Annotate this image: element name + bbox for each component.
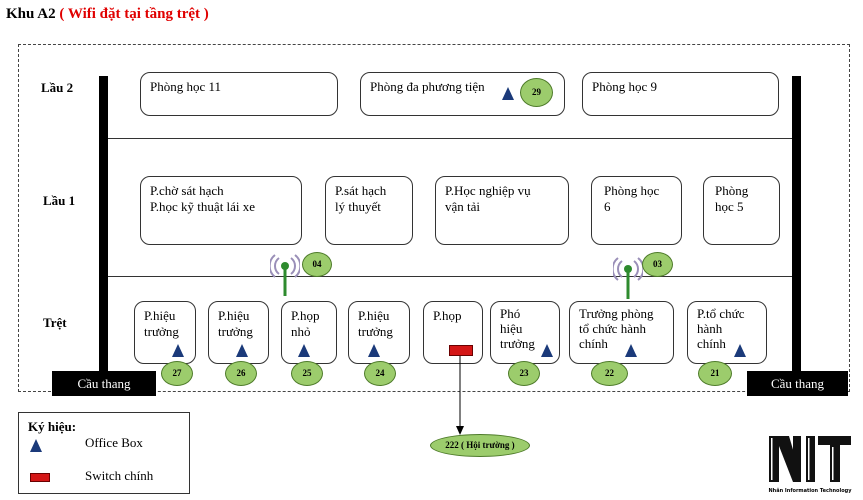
legend-switch: Switch chính xyxy=(85,468,154,483)
room-label-line: Trưởng phòng xyxy=(579,306,654,321)
room-truong-phong-22[interactable]: Trưởng phòng tổ chức hành chính xyxy=(569,301,674,364)
room-phong-hoc-5[interactable]: Phòng học 5 xyxy=(703,176,780,245)
room-pho-hieu-truong-23[interactable]: Phó hiệu trưởng xyxy=(490,301,560,364)
room-sat-hach-ly-thuyet[interactable]: P.sát hạch lý thuyết xyxy=(325,176,413,245)
room-label-line: P.học kỹ thuật lái xe xyxy=(150,199,256,214)
wifi-antenna-icon xyxy=(611,255,645,301)
room-label-line: chính xyxy=(697,336,726,351)
badge-26: 26 xyxy=(225,361,257,386)
office-box-icon xyxy=(502,87,514,100)
badge-27: 27 xyxy=(161,361,193,386)
floor-label-lau1: Lầu 1 xyxy=(43,193,76,208)
room-label-line: Phó xyxy=(500,306,521,321)
wifi-badge-03: 03 xyxy=(642,252,673,277)
office-box-icon xyxy=(734,344,746,357)
wifi-badge-04: 04 xyxy=(302,252,332,277)
office-box-icon xyxy=(236,344,248,357)
room-label-line: P.tổ chức xyxy=(697,306,745,321)
room-label-line: chính xyxy=(579,336,608,351)
left-stair-column xyxy=(99,76,108,372)
room-label-line: nhỏ xyxy=(291,324,311,339)
room-label-line: Phòng học xyxy=(604,183,660,198)
badge-25: 25 xyxy=(291,361,323,386)
room-label-line: P.họp xyxy=(433,308,462,323)
badge-22: 22 xyxy=(591,361,628,386)
room-hop-nho-25[interactable]: P.họp nhỏ xyxy=(281,301,337,364)
room-da-phuong-tien[interactable]: Phòng đa phương tiện 29 xyxy=(360,72,565,116)
stairs-right[interactable]: Cầu thang xyxy=(747,371,848,396)
room-label-line: trưởng xyxy=(358,324,393,339)
building-frame xyxy=(18,44,850,392)
nit-logo: Nhân Information Technology xyxy=(765,432,855,496)
switch-link-arrow xyxy=(456,356,464,435)
room-label-line: trưởng xyxy=(500,336,535,351)
badge-21: 21 xyxy=(698,361,732,386)
switch-icon xyxy=(30,473,50,482)
nit-logo-mark-icon xyxy=(769,436,851,482)
logo-tagline: Nhân Information Technology xyxy=(768,488,852,494)
room-label-line: P.hiệu xyxy=(144,308,176,323)
room-label-line: P.họp xyxy=(291,308,320,323)
room-label-line: học 5 xyxy=(715,199,744,214)
room-label-line: P.sát hạch xyxy=(335,183,387,198)
room-hoc-nghiep-vu[interactable]: P.Học nghiệp vụ vận tải xyxy=(435,176,569,245)
room-cho-sat-hach[interactable]: P.chờ sát hạch P.học kỹ thuật lái xe xyxy=(140,176,302,245)
badge-24: 24 xyxy=(364,361,396,386)
office-box-icon xyxy=(298,344,310,357)
office-box-icon xyxy=(30,439,42,452)
room-phong-hoc-6[interactable]: Phòng học 6 xyxy=(591,176,682,245)
right-stair-column xyxy=(792,76,801,372)
room-label-line: P.Học nghiệp vụ xyxy=(445,183,531,198)
room-hieu-truong-27[interactable]: P.hiệu trưởng xyxy=(134,301,196,364)
room-label-line: lý thuyết xyxy=(335,199,381,214)
room-phong-hoc-11[interactable]: Phòng học 11 xyxy=(140,72,338,116)
room-label-line: trưởng xyxy=(144,324,179,339)
stairs-left[interactable]: Cầu thang xyxy=(52,371,156,396)
legend-office-box: Office Box xyxy=(85,435,143,450)
room-to-chuc-hanh-chinh-21[interactable]: P.tổ chức hành chính xyxy=(687,301,767,364)
office-box-icon xyxy=(172,344,184,357)
room-label: Phòng đa phương tiện xyxy=(370,79,485,94)
room-label-line: hành xyxy=(697,321,723,336)
room-phong-hoc-9[interactable]: Phòng học 9 xyxy=(582,72,779,116)
room-label-line: hiệu xyxy=(500,321,523,336)
room-label: Phòng học 9 xyxy=(592,79,657,94)
badge-29: 29 xyxy=(520,78,553,107)
room-label-line: trưởng xyxy=(218,324,253,339)
page-title: Khu A2 ( Wifi đặt tại tầng trệt ) xyxy=(6,6,209,23)
room-label-line: Phòng xyxy=(715,183,749,198)
area-name: Khu A2 xyxy=(6,6,56,22)
floor-divider-lau1 xyxy=(107,276,797,277)
floor-divider-lau2 xyxy=(107,138,797,139)
wifi-antenna-icon xyxy=(268,252,302,298)
room-label-line: P.hiệu xyxy=(358,308,390,323)
legend: Ký hiệu: Office Box Switch chính xyxy=(18,412,190,494)
room-label: Phòng học 11 xyxy=(150,79,222,94)
office-box-icon xyxy=(541,344,553,357)
main-switch-icon xyxy=(449,345,473,356)
floor-label-tret: Trệt xyxy=(43,315,67,330)
room-hieu-truong-24[interactable]: P.hiệu trưởng xyxy=(348,301,410,364)
hall-node-222[interactable]: 222 ( Hội trường ) xyxy=(430,434,530,457)
wifi-note: ( Wifi đặt tại tầng trệt ) xyxy=(59,6,209,22)
office-box-icon xyxy=(625,344,637,357)
room-hieu-truong-26[interactable]: P.hiệu trưởng xyxy=(208,301,269,364)
floor-label-lau2: Lầu 2 xyxy=(41,80,74,95)
badge-23: 23 xyxy=(508,361,540,386)
room-label-line: 6 xyxy=(604,199,611,214)
room-label-line: vận tải xyxy=(445,199,481,214)
room-label-line: P.chờ sát hạch xyxy=(150,183,224,198)
room-label-line: tổ chức hành xyxy=(579,321,646,336)
office-box-icon xyxy=(368,344,380,357)
legend-title: Ký hiệu: xyxy=(28,419,77,434)
room-label-line: P.hiệu xyxy=(218,308,250,323)
